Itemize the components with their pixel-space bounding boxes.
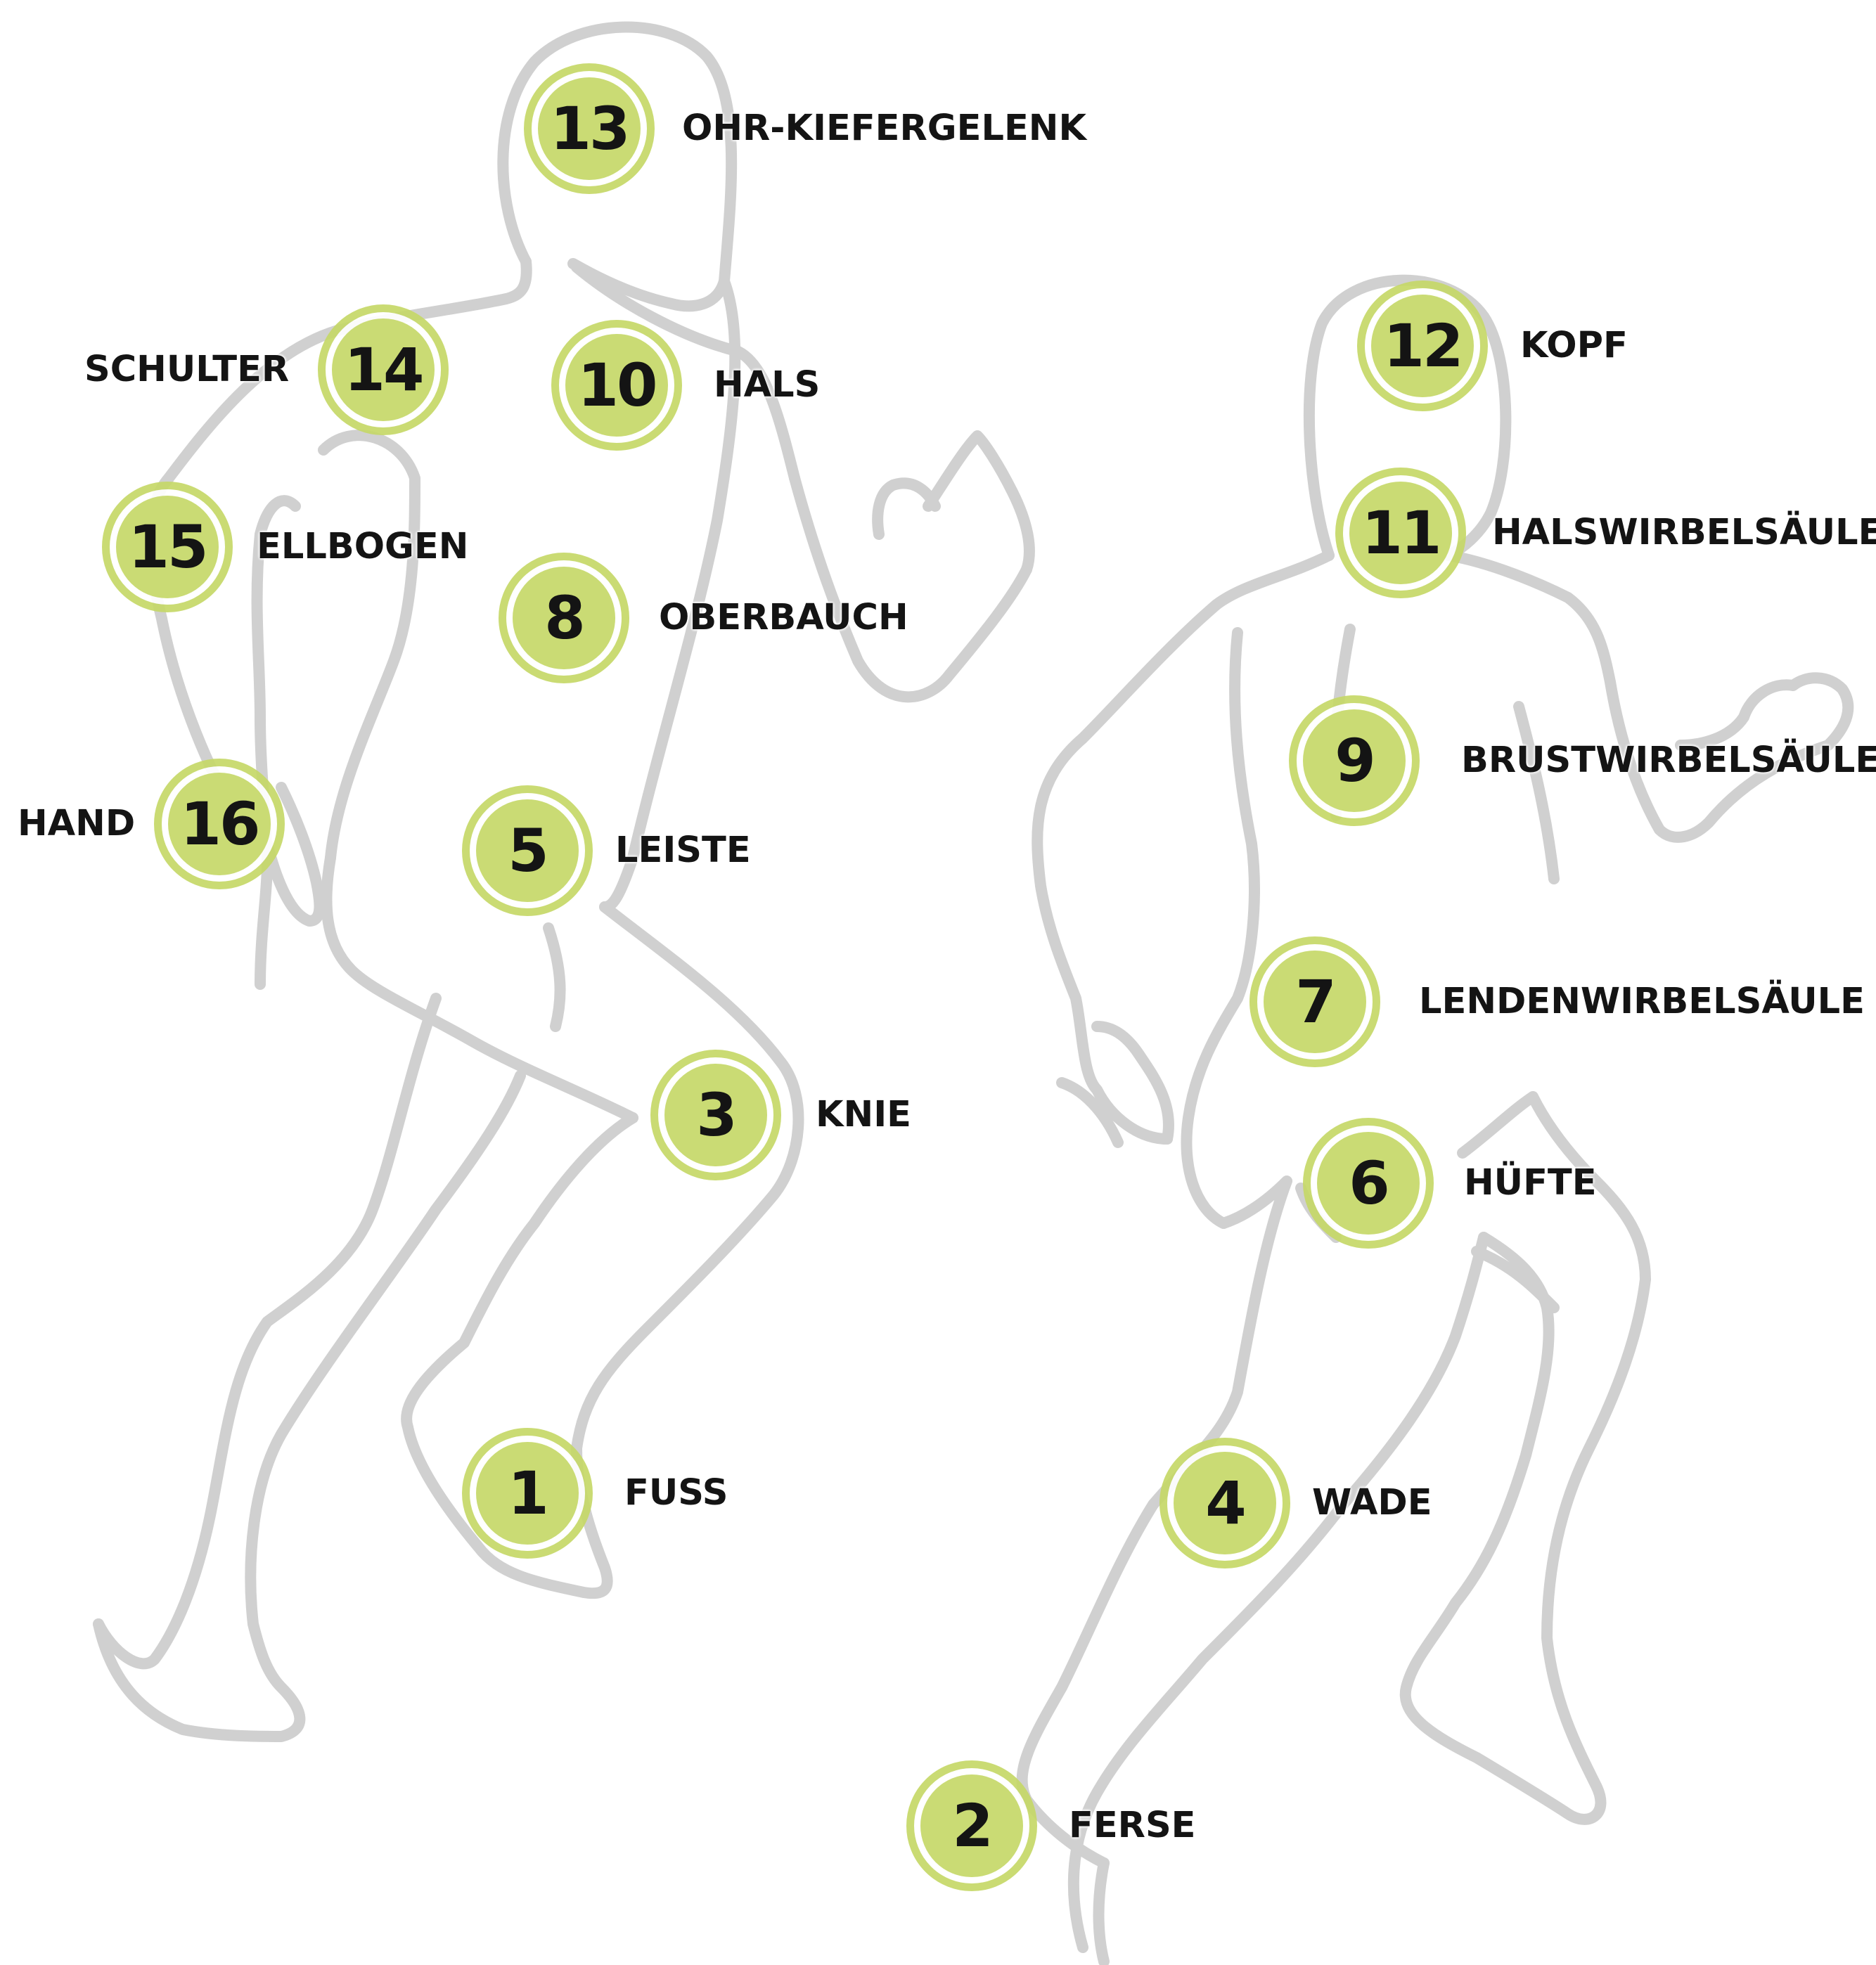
marker-7-lumbar-spine[interactable]: 7 bbox=[1249, 936, 1380, 1067]
marker-9-thoracic-spine[interactable]: 9 bbox=[1289, 695, 1420, 826]
marker-label-9: BRUSTWIRBELSÄULE bbox=[1461, 742, 1876, 778]
marker-6-hip[interactable]: 6 bbox=[1303, 1118, 1434, 1249]
marker-number: 3 bbox=[650, 1050, 781, 1180]
marker-label-5: LEISTE bbox=[615, 832, 751, 868]
marker-3-knee[interactable]: 3 bbox=[650, 1050, 781, 1180]
marker-number: 7 bbox=[1249, 936, 1380, 1067]
marker-label-1: FUSS bbox=[624, 1475, 728, 1511]
marker-label-15: ELLBOGEN bbox=[257, 529, 468, 565]
marker-number: 8 bbox=[499, 553, 629, 683]
marker-11-cervical-spine[interactable]: 11 bbox=[1335, 468, 1466, 598]
marker-label-6: HÜFTE bbox=[1464, 1165, 1597, 1201]
marker-5-groin[interactable]: 5 bbox=[462, 785, 593, 916]
marker-13-ear-jaw[interactable]: 13 bbox=[524, 63, 655, 194]
marker-4-calf[interactable]: 4 bbox=[1159, 1438, 1290, 1568]
marker-1-foot[interactable]: 1 bbox=[462, 1428, 593, 1559]
marker-number: 13 bbox=[524, 63, 655, 194]
marker-label-4: WADE bbox=[1312, 1485, 1432, 1521]
marker-15-elbow[interactable]: 15 bbox=[102, 482, 233, 612]
marker-number: 2 bbox=[906, 1760, 1037, 1891]
marker-label-16: HAND bbox=[18, 806, 135, 842]
marker-8-upper-abdomen[interactable]: 8 bbox=[499, 553, 629, 683]
marker-number: 11 bbox=[1335, 468, 1466, 598]
marker-10-neck[interactable]: 10 bbox=[551, 320, 682, 451]
marker-label-2: FERSE bbox=[1069, 1808, 1196, 1843]
marker-label-10: HALS bbox=[714, 367, 820, 403]
marker-label-8: OBERBAUCH bbox=[659, 600, 908, 636]
marker-label-12: KOPF bbox=[1520, 328, 1628, 363]
marker-number: 14 bbox=[318, 304, 449, 435]
marker-number: 15 bbox=[102, 482, 233, 612]
marker-12-head[interactable]: 12 bbox=[1357, 281, 1488, 411]
marker-number: 16 bbox=[154, 759, 285, 889]
marker-number: 6 bbox=[1303, 1118, 1434, 1249]
marker-number: 12 bbox=[1357, 281, 1488, 411]
marker-14-shoulder[interactable]: 14 bbox=[318, 304, 449, 435]
marker-label-14: SCHULTER bbox=[84, 352, 289, 387]
marker-number: 5 bbox=[462, 785, 593, 916]
marker-label-11: HALSWIRBELSÄULE bbox=[1492, 515, 1876, 550]
marker-label-13: OHR-KIEFERGELENK bbox=[682, 110, 1086, 146]
marker-2-heel[interactable]: 2 bbox=[906, 1760, 1037, 1891]
marker-label-3: KNIE bbox=[816, 1097, 911, 1133]
marker-number: 4 bbox=[1159, 1438, 1290, 1568]
marker-number: 9 bbox=[1289, 695, 1420, 826]
marker-16-hand[interactable]: 16 bbox=[154, 759, 285, 889]
marker-number: 1 bbox=[462, 1428, 593, 1559]
marker-label-7: LENDENWIRBELSÄULE bbox=[1419, 984, 1865, 1019]
marker-number: 10 bbox=[551, 320, 682, 451]
